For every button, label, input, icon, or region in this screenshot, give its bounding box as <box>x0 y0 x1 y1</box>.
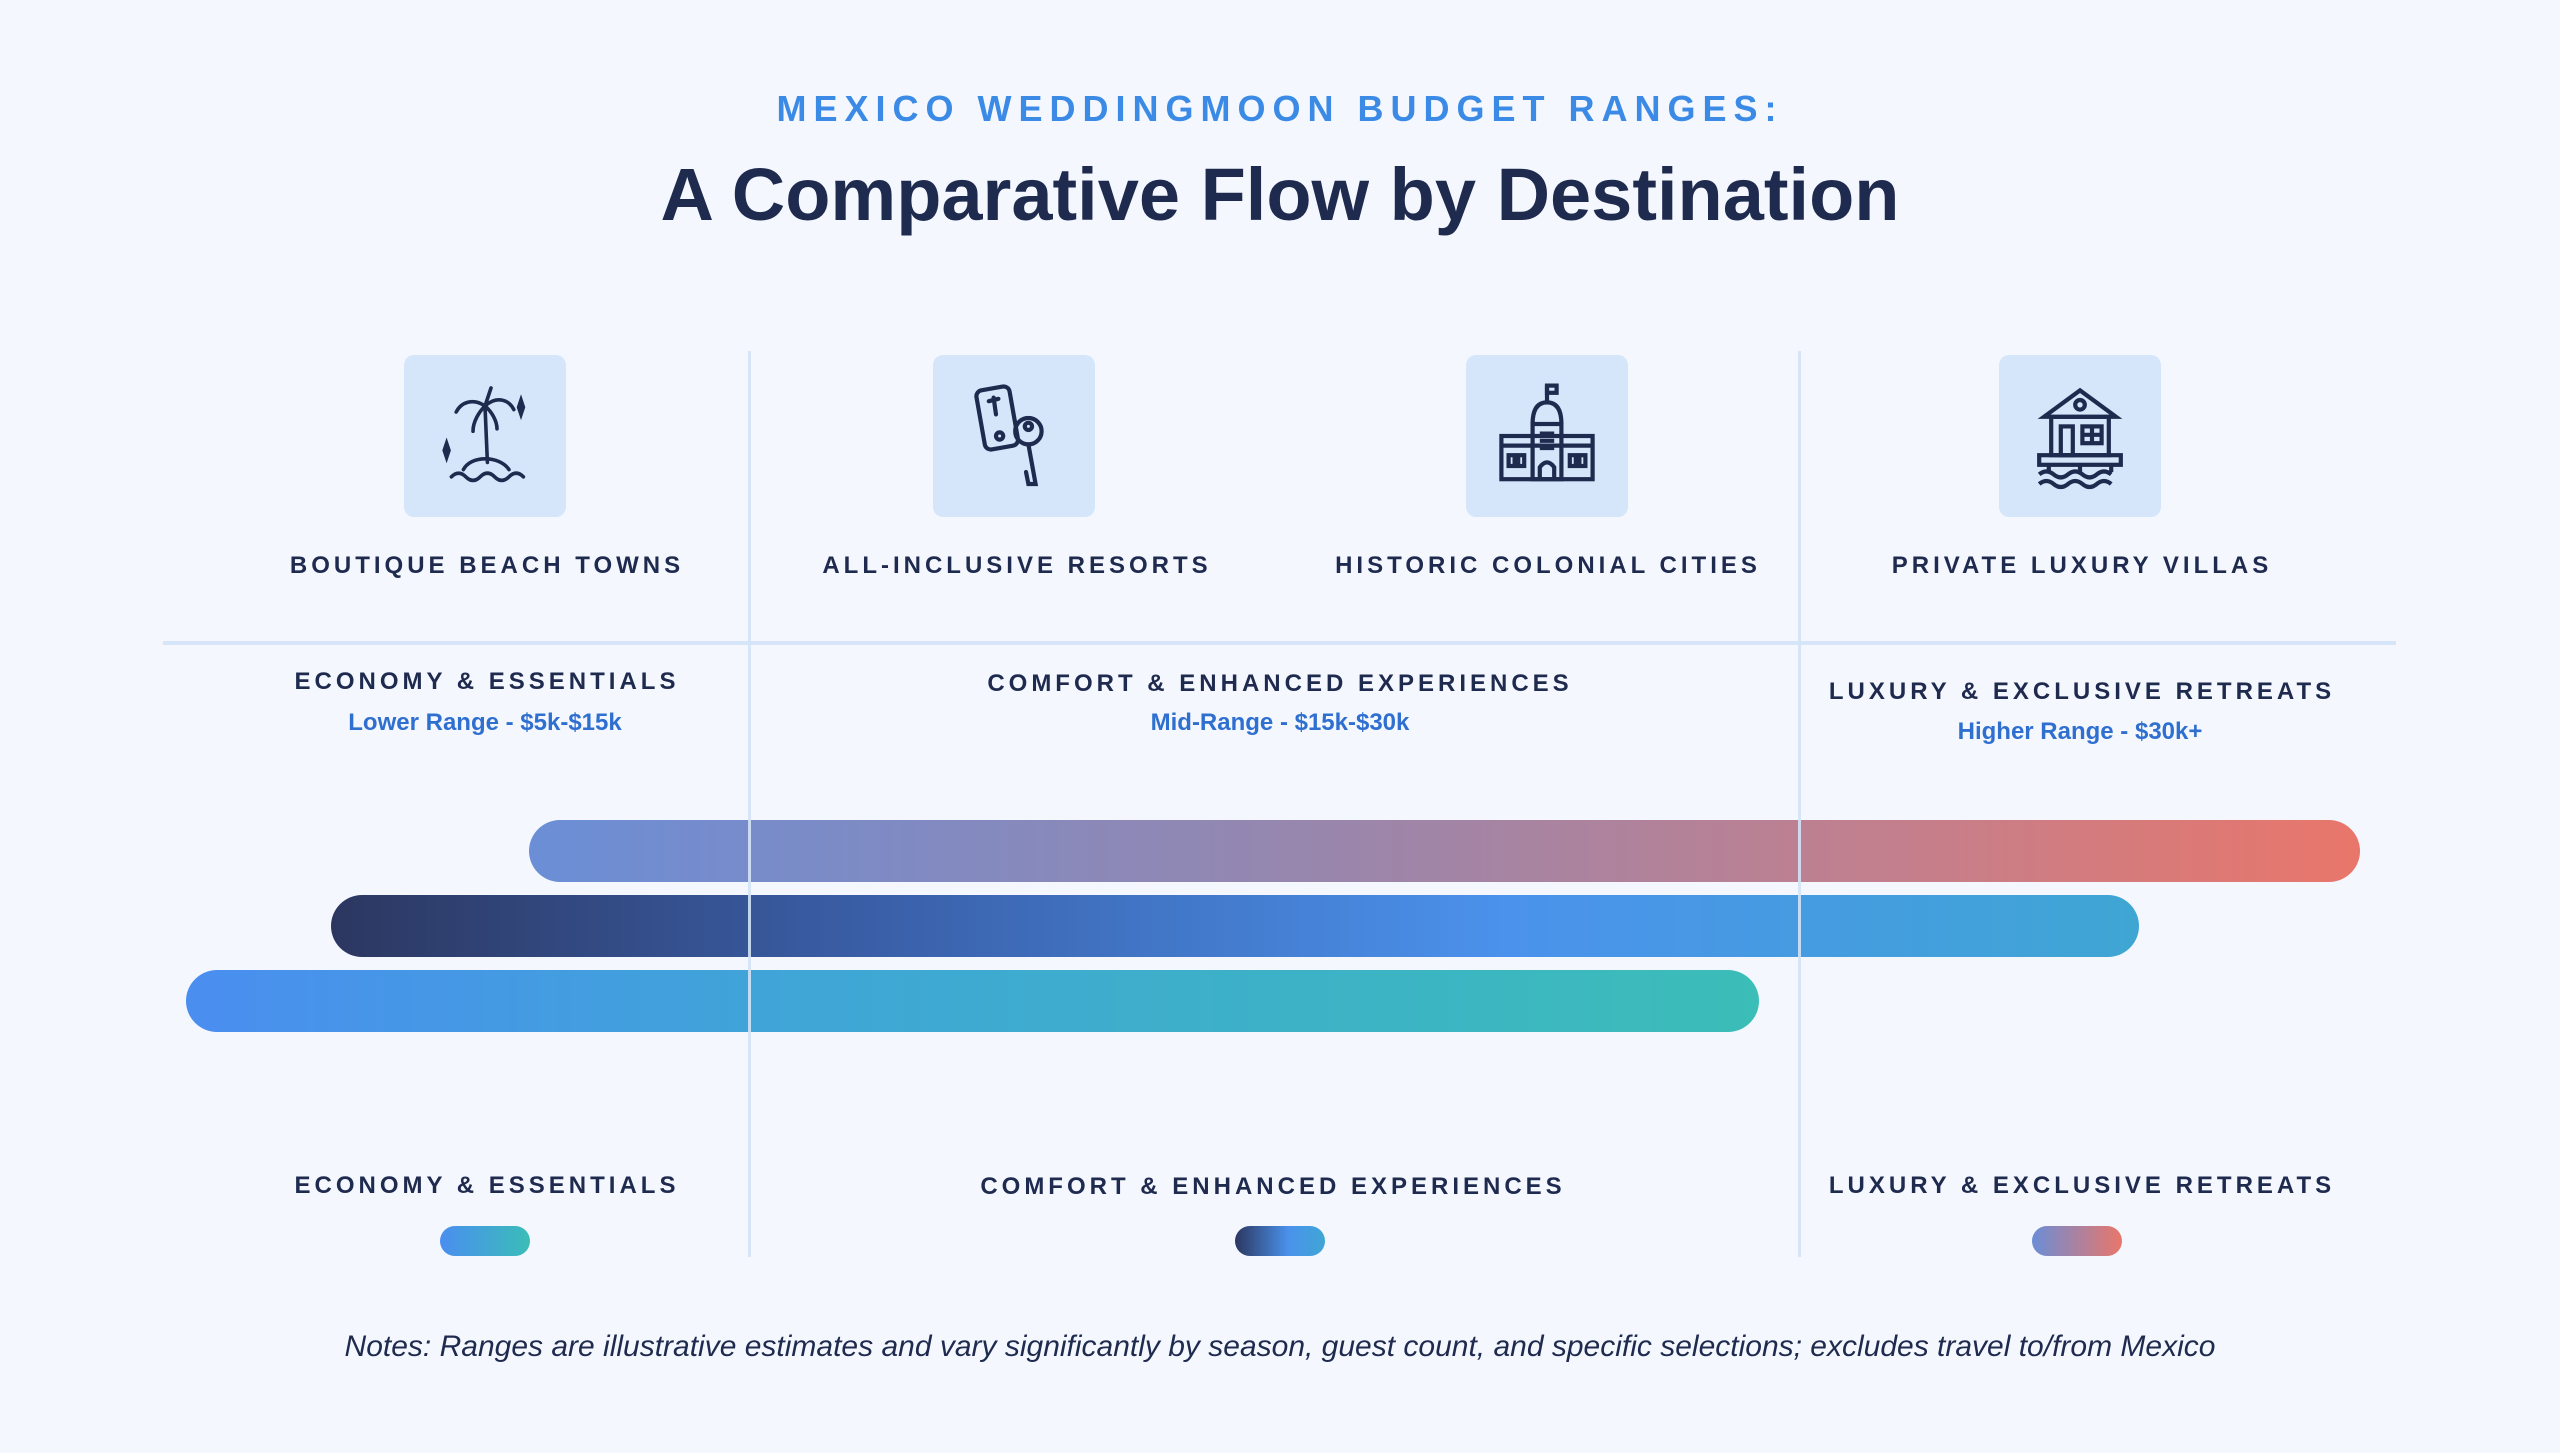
flow-bar-luxury <box>529 820 2360 882</box>
legend-swatch-luxury <box>2032 1226 2122 1256</box>
column-divider <box>1798 351 1801 1257</box>
tier-label-economy: ECONOMY & ESSENTIALS <box>294 668 680 695</box>
flow-bar-comfort <box>331 895 2139 957</box>
palm-island-icon <box>404 355 566 517</box>
tier-label-luxury: LUXURY & EXCLUSIVE RETREATS <box>1828 678 2336 705</box>
legend-label-economy: ECONOMY & ESSENTIALS <box>294 1172 680 1199</box>
tier-label-comfort: COMFORT & ENHANCED EXPERIENCES <box>987 670 1573 697</box>
flow-bar-economy <box>186 970 1759 1032</box>
footnote: Notes: Ranges are illustrative estimates… <box>344 1330 2216 1363</box>
column-divider <box>748 351 751 1257</box>
tier-range-luxury: Higher Range - $30k+ <box>1957 718 2203 745</box>
overwater-villa-icon <box>1999 355 2161 517</box>
keycard-key-icon <box>933 355 1095 517</box>
header-divider <box>163 641 2396 645</box>
legend-swatch-comfort <box>1235 1226 1325 1256</box>
chart-subtitle: MEXICO WEDDINGMOON BUDGET RANGES: <box>776 88 1784 129</box>
tier-range-economy: Lower Range - $5k-$15k <box>348 709 622 736</box>
destination-label-resorts: ALL-INCLUSIVE RESORTS <box>822 552 1212 579</box>
destination-label-villas: PRIVATE LUXURY VILLAS <box>1891 552 2273 579</box>
legend-label-luxury: LUXURY & EXCLUSIVE RETREATS <box>1828 1172 2336 1199</box>
destination-label-colonial: HISTORIC COLONIAL CITIES <box>1335 552 1761 579</box>
legend-swatch-economy <box>440 1226 530 1256</box>
chart-title: A Comparative Flow by Destination <box>660 153 1900 236</box>
tier-range-comfort: Mid-Range - $15k-$30k <box>1150 709 1410 736</box>
legend-label-comfort: COMFORT & ENHANCED EXPERIENCES <box>980 1173 1566 1200</box>
colonial-building-icon <box>1466 355 1628 517</box>
destination-label-beach: BOUTIQUE BEACH TOWNS <box>289 552 685 579</box>
